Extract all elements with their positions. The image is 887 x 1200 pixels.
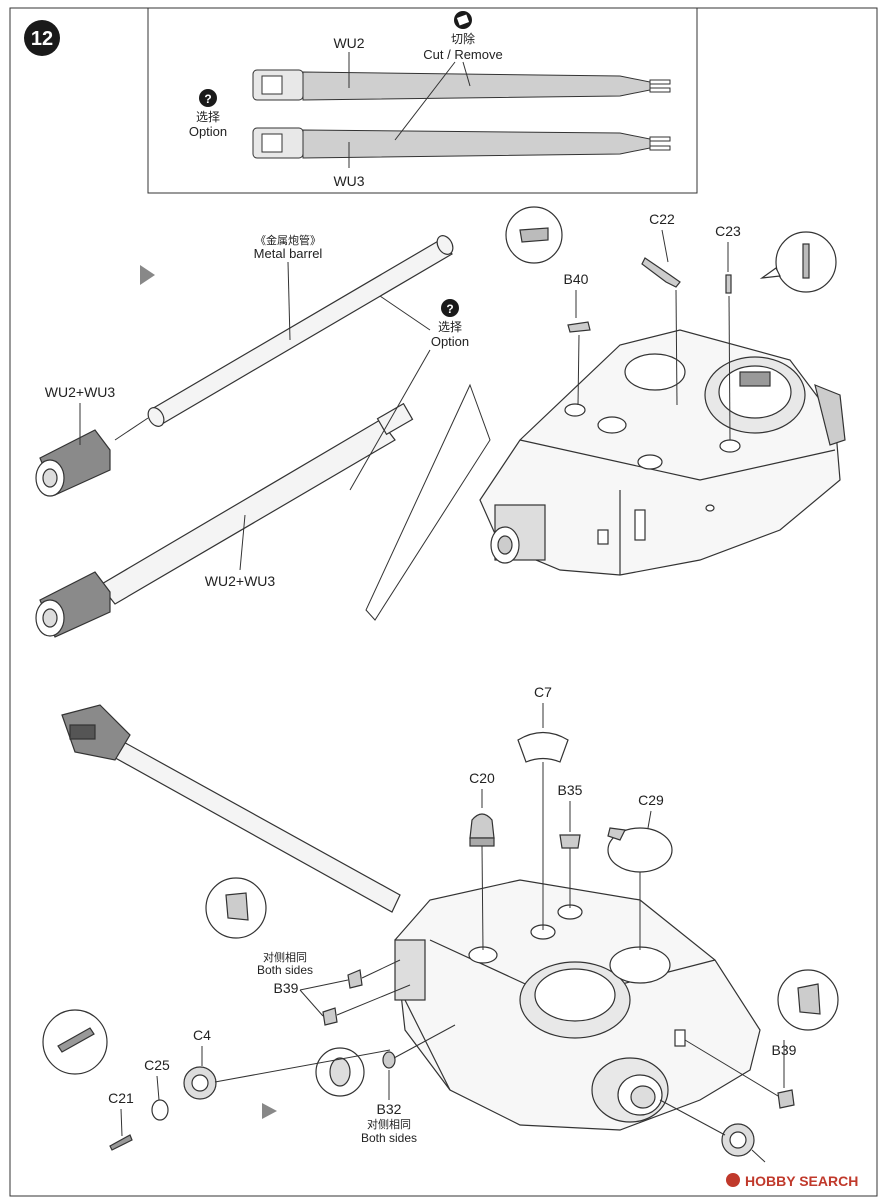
- muzzle-brake-bottom: [35, 571, 111, 638]
- svg-text:C4: C4: [193, 1027, 211, 1043]
- option-icon: ?: [199, 89, 217, 107]
- svg-text:选择: 选择: [196, 110, 220, 124]
- svg-text:B40: B40: [564, 271, 589, 287]
- part-c20: [469, 813, 495, 839]
- assembled-barrel: [61, 704, 401, 913]
- svg-text:切除: 切除: [451, 31, 475, 46]
- svg-text:C20: C20: [469, 770, 495, 786]
- option-icon-2: ?: [441, 299, 459, 317]
- svg-text:Metal barrel: Metal barrel: [254, 246, 323, 261]
- svg-text:《金属炮管》: 《金属炮管》: [255, 233, 321, 247]
- part-b35: [559, 834, 581, 849]
- label-wu3: WU3: [333, 173, 364, 189]
- option-box: 切除 Cut / Remove ? 选择 Option WU2 WU3: [147, 7, 698, 194]
- svg-text:Option: Option: [431, 334, 469, 349]
- arrow-icon-2: [262, 1103, 277, 1119]
- svg-text:对侧相同: 对侧相同: [367, 1117, 411, 1131]
- callout-b39-right: [777, 969, 839, 1031]
- svg-text:12: 12: [31, 28, 53, 50]
- callout-b40: [505, 206, 563, 264]
- callout-c23: [759, 231, 837, 293]
- callout-b39-left: [205, 877, 267, 939]
- watermark: HOBBY SEARCH: [726, 1173, 858, 1189]
- svg-text:B39: B39: [274, 980, 299, 996]
- barrel-section: 《金属炮管》 Metal barrel ? 选择 Option WU2+WU3 …: [35, 233, 491, 638]
- svg-text:WU2+WU3: WU2+WU3: [205, 573, 276, 589]
- part-b39c: [777, 1089, 795, 1109]
- part-b32: [382, 1051, 396, 1069]
- cut-remove-icon: [454, 11, 472, 29]
- svg-text:HOBBY SEARCH: HOBBY SEARCH: [745, 1173, 858, 1189]
- part-b39a: [347, 969, 363, 989]
- muzzle-brake-top: [35, 429, 111, 497]
- svg-text:C7: C7: [534, 684, 552, 700]
- metal-barrel: [147, 235, 454, 427]
- turret-lower: C7 C20 B35 C29 B39 B39 C4 C25 C21 B32 对侧…: [42, 684, 839, 1163]
- callout-c21: [42, 1009, 108, 1075]
- track-part-wu2: [252, 69, 671, 101]
- svg-text:选择: 选择: [438, 320, 462, 334]
- svg-text:Both sides: Both sides: [361, 1131, 417, 1145]
- step-badge: 12: [24, 20, 60, 56]
- svg-text:B35: B35: [558, 782, 583, 798]
- track-part-wu3: [252, 127, 671, 159]
- svg-text:C25: C25: [144, 1057, 170, 1073]
- svg-text:Both sides: Both sides: [257, 963, 313, 977]
- svg-text:C29: C29: [638, 792, 664, 808]
- svg-text:?: ?: [204, 92, 211, 106]
- label-wu2: WU2: [333, 35, 364, 51]
- svg-text:?: ?: [446, 302, 453, 316]
- svg-text:对侧相同: 对侧相同: [263, 950, 307, 964]
- part-b39b: [322, 1007, 338, 1026]
- part-c21: [109, 1134, 133, 1151]
- part-c25: [151, 1099, 169, 1121]
- svg-text:WU2+WU3: WU2+WU3: [45, 384, 116, 400]
- svg-text:Option: Option: [189, 124, 227, 139]
- svg-text:Cut / Remove: Cut / Remove: [423, 47, 502, 62]
- svg-text:B32: B32: [377, 1101, 402, 1117]
- svg-text:C22: C22: [649, 211, 675, 227]
- callout-b32: [315, 1047, 365, 1097]
- turret-upper: B40 C22 C23: [479, 206, 846, 576]
- svg-text:C23: C23: [715, 223, 741, 239]
- part-c7: [517, 731, 569, 763]
- svg-text:C21: C21: [108, 1090, 134, 1106]
- arrow-icon: [140, 265, 155, 285]
